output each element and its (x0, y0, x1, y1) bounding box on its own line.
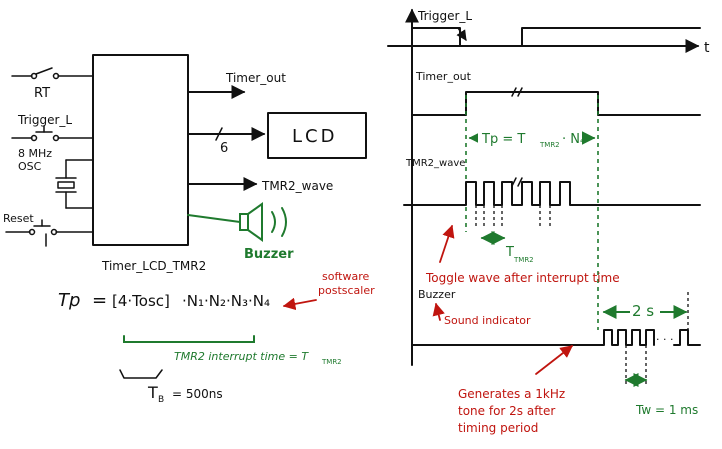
osc-bracket: [4·Tosc] (112, 292, 170, 310)
tone-note-1: Generates a 1kHz (458, 387, 565, 401)
postscaler-label: postscaler (318, 284, 375, 297)
trigger-label: Trigger_L (17, 113, 72, 127)
crystal-icon (55, 159, 94, 209)
equals-sign: = (92, 290, 107, 311)
buzz-duration-label: 2 s (632, 302, 654, 320)
tb-symbol: T (147, 383, 158, 402)
software-label: software (322, 270, 369, 283)
postscaler-arrow (282, 297, 317, 311)
tp-sub: TMR2 (539, 141, 560, 149)
tone-note-3: timing period (458, 421, 538, 435)
rt-switch (11, 67, 94, 80)
tone-note-arrow (535, 345, 573, 375)
interrupt-brace (123, 335, 255, 343)
interrupt-time-sub: TMR2 (321, 358, 342, 366)
tw-label: Tw = 1 ms (635, 403, 698, 417)
buzzer-ellipsis: · · · (656, 333, 673, 346)
postscaler-factors: ·N₁·N₂·N₃·N₄ (182, 292, 270, 310)
reset-switch (5, 219, 94, 247)
trigger-signal-label: Trigger_L (417, 9, 472, 23)
rt-label: RT (34, 86, 50, 101)
timer-out-break (511, 87, 523, 97)
buzzer-label: Buzzer (244, 247, 294, 262)
timer-out-signal-label: Timer_out (415, 70, 472, 83)
tb-brace (119, 369, 163, 379)
timer-block (92, 54, 189, 246)
tb-sub: B (158, 395, 164, 405)
tmr2-break (511, 177, 523, 187)
time-axis-label: t (704, 40, 710, 56)
lcd-label: LCD (292, 126, 337, 147)
trigger-waveform (411, 27, 701, 47)
trigger-switch (11, 125, 94, 142)
sound-note-arrow (432, 302, 445, 321)
trigger-edge-arrow (456, 27, 467, 41)
toggle-note: Toggle wave after interrupt time (425, 271, 620, 285)
tp-n4: · N₄ (562, 132, 585, 147)
tp-label: Tp = T (481, 132, 525, 147)
buzzer-signal-label: Buzzer (418, 288, 456, 301)
tmr2-period-label: T (505, 245, 514, 260)
interrupt-time-label: TMR2 interrupt time = T (174, 350, 309, 363)
block-name: Timer_LCD_TMR2 (101, 259, 206, 273)
timer-out-label: Timer_out (225, 71, 286, 85)
tmr2-signal-label: TMR2_wave (405, 158, 465, 169)
tp-symbol: Tp (58, 290, 80, 311)
speaker-icon (239, 202, 287, 242)
buzzer-line (187, 214, 241, 223)
bus-width-label: 6 (220, 141, 228, 156)
osc-label: OSC (18, 160, 42, 173)
tmr2-period-sub: TMR2 (513, 256, 534, 264)
tb-value: = 500ns (172, 387, 223, 401)
tmr2-wave-out-label: TMR2_wave (261, 179, 333, 193)
bus-slash (215, 127, 223, 141)
tone-note-2: tone for 2s after (458, 404, 555, 418)
lcd-box (267, 112, 367, 159)
osc-freq-label: 8 MHz (18, 147, 52, 160)
sound-note: Sound indicator (444, 314, 531, 327)
toggle-note-arrow (439, 224, 455, 263)
timer-out-waveform (411, 91, 701, 116)
tmr2-waveform (403, 181, 701, 206)
reset-label: Reset (3, 212, 34, 225)
